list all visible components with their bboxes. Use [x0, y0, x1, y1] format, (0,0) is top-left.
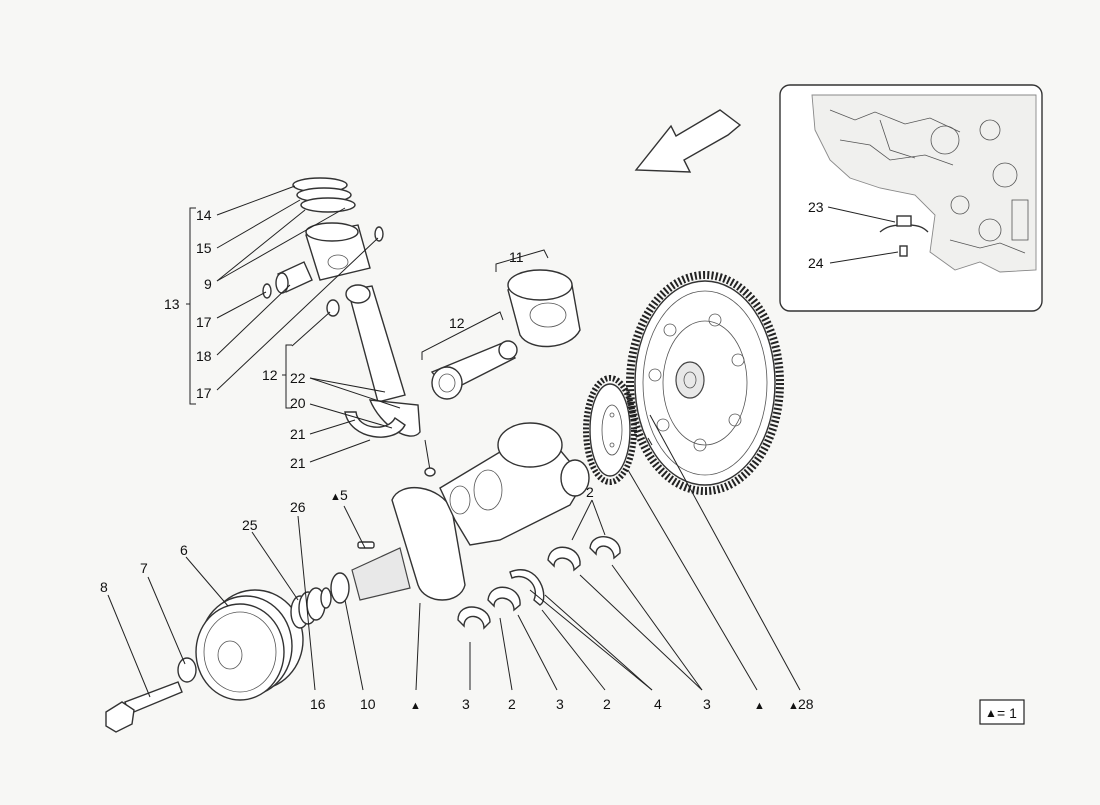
direction-arrow-icon [634, 109, 742, 173]
callout-10: 10 [360, 696, 376, 712]
callout-16: 16 [310, 696, 326, 712]
flywheel [626, 271, 784, 495]
bolt-part-24 [899, 245, 908, 257]
callout-17-top: 17 [196, 314, 212, 330]
callout-26: 26 [290, 499, 306, 515]
flexplate-ring [583, 375, 637, 485]
o-ring-26 [320, 587, 332, 609]
callout-21-top: 21 [290, 426, 306, 442]
callout-18: 18 [196, 348, 212, 364]
callout-6: 6 [180, 542, 188, 558]
callout-5-number: 5 [340, 487, 348, 503]
callout-9: 9 [204, 276, 212, 292]
bracket-part-23 [879, 215, 929, 233]
oil-seal-10 [330, 572, 350, 604]
piston-left [305, 222, 371, 281]
bracket-12-top [421, 311, 504, 360]
callout-3-a: 3 [462, 696, 470, 712]
callout-5: ▲ 5 [330, 487, 348, 503]
callout-flexplate-marker: ▲ [754, 700, 765, 712]
crankshaft [351, 422, 590, 601]
piston-right [507, 269, 581, 348]
callout-1: ▲ [410, 700, 421, 712]
bracket-12 [285, 344, 292, 409]
callout-12-right: 12 [449, 315, 465, 331]
callout-3-b: 3 [556, 696, 564, 712]
bracket-11 [495, 249, 549, 272]
callout-25: 25 [242, 517, 258, 533]
legend-text: = 1 [997, 705, 1017, 721]
callout-22: 22 [290, 370, 306, 386]
callout-2-b: 2 [603, 696, 611, 712]
bearing-shells-rod [344, 411, 406, 438]
callout-2-a: 2 [508, 696, 516, 712]
callout-5-marker: ▲ [330, 491, 341, 503]
callout-23: 23 [808, 199, 824, 215]
main-bearing-shells [457, 536, 621, 630]
washer-7 [177, 657, 197, 683]
bracket-13 [189, 207, 196, 405]
crankshaft-pulley [195, 589, 304, 701]
callout-24: 24 [808, 255, 824, 271]
callout-4: 4 [654, 696, 662, 712]
callout-numbers: 14 15 9 13 17 18 17 12 22 20 21 21 12 11… [100, 207, 814, 712]
connecting-rod-left [345, 284, 436, 477]
inset-detail-box: 23 24 [779, 84, 1043, 312]
callout-28-marker: ▲ [788, 700, 799, 712]
callout-15: 15 [196, 240, 212, 256]
callout-21-bottom: 21 [290, 455, 306, 471]
callout-8: 8 [100, 579, 108, 595]
callout-20: 20 [290, 395, 306, 411]
callout-28-number: 28 [798, 696, 814, 712]
legend-symbol: ▲ [985, 706, 997, 720]
callout-2-c: 2 [586, 484, 594, 500]
callout-14: 14 [196, 207, 212, 223]
callout-3-c: 3 [703, 696, 711, 712]
legend-box: ▲ = 1 [979, 699, 1025, 725]
clip-left [262, 283, 272, 299]
callout-11: 11 [509, 249, 524, 265]
callout-7: 7 [140, 560, 148, 576]
callout-28: ▲ 28 [788, 696, 814, 712]
piston-rings [292, 177, 356, 213]
callout-12-left: 12 [262, 367, 278, 383]
connecting-rod-right [430, 340, 518, 400]
callout-13: 13 [164, 296, 180, 312]
pulley-bolt [105, 681, 183, 733]
clip-right [374, 226, 384, 242]
callout-17-bottom: 17 [196, 385, 212, 401]
engine-block-sketch [811, 94, 1037, 273]
piston-pin [275, 261, 313, 294]
leader-lines [107, 185, 801, 698]
